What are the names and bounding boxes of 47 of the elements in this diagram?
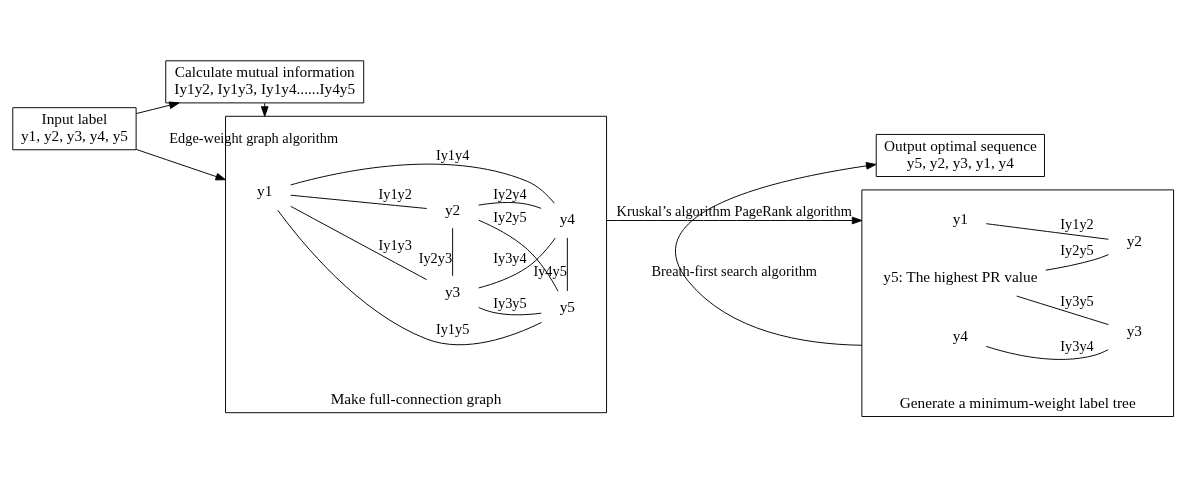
node-text: y5 (559, 298, 575, 316)
edge-label: Iy2y5 (493, 209, 527, 226)
connector (985, 345, 1109, 360)
connector (1045, 254, 1109, 271)
node-text: y3 (1126, 322, 1143, 340)
edge-label: Iy1y2 (1060, 216, 1094, 233)
edge-label: Breath-first search algorithm (651, 263, 817, 280)
node-box: Input label y1, y2, y3, y4, y5 (12, 107, 137, 151)
arrow (675, 162, 877, 346)
connector (478, 307, 542, 316)
edge-label: Iy1y5 (435, 321, 470, 338)
edge-label: Iy4y5 (533, 262, 567, 279)
edge-label: Iy1y3 (378, 237, 412, 254)
edge-label: Iy1y2 (378, 186, 412, 203)
edge-label: Iy1y4 (435, 147, 470, 164)
node-text: y5: The highest PR value (883, 268, 1038, 286)
node-text: y2 (1126, 232, 1143, 250)
node-text: y3 (444, 282, 461, 300)
edge-label: Iy2y5 (1060, 241, 1094, 258)
connector (478, 219, 559, 292)
node-box: Output optimal sequence y5, y2, y3, y1, y4 (875, 133, 1045, 177)
connector (566, 237, 568, 292)
arrow (606, 216, 863, 225)
edge-label: Iy3y4 (1060, 337, 1094, 354)
arrow (260, 102, 269, 117)
connector (290, 163, 555, 204)
node-text: y1 (257, 182, 273, 200)
connector (478, 237, 556, 289)
connector (290, 194, 428, 209)
arrow (135, 148, 226, 181)
node-text: y4 (559, 210, 575, 228)
node-box: Calculate mutual information Iy1y2, Iy1y3, Iy1y4......Iy4y5 (165, 60, 365, 104)
arrow (135, 101, 180, 115)
connector (1016, 295, 1109, 326)
edge-label: Iy3y5 (493, 294, 527, 311)
node-text: y1 (952, 210, 968, 228)
connector (452, 227, 454, 277)
node-text: y2 (444, 200, 461, 218)
node-text: y4 (952, 326, 968, 344)
edge-label: Iy3y5 (1060, 292, 1094, 309)
connector (277, 209, 542, 346)
connector (985, 223, 1109, 240)
edge-label: Iy2y3 (418, 250, 453, 267)
edge-label: Iy3y4 (493, 249, 527, 266)
edge-label: Iy2y4 (493, 185, 527, 202)
connector (290, 205, 428, 281)
connector (478, 202, 542, 209)
